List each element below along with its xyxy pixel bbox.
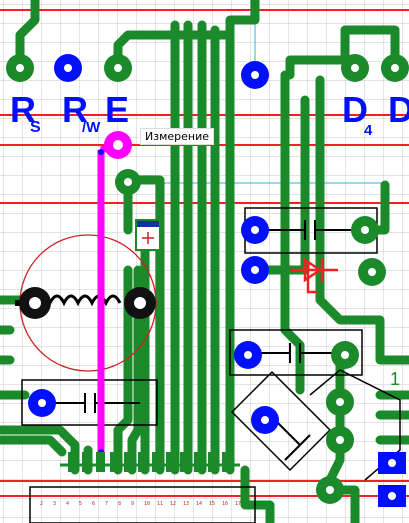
connector-pin-labels: 2 3 4 5 6 7 8 9 10 11 12 13 14 15 16 17 bbox=[40, 501, 241, 507]
label-rs-sub: S bbox=[30, 119, 41, 136]
connector-pin-label: 4 bbox=[66, 501, 69, 507]
connector-pin-label: 6 bbox=[92, 501, 95, 507]
highlighted-net[interactable] bbox=[97, 131, 132, 455]
measure-tooltip: Измерение bbox=[140, 128, 215, 145]
connector-pin-label: 15 bbox=[209, 501, 215, 507]
connector-pin-label: 12 bbox=[170, 501, 176, 507]
green-pad-holes bbox=[16, 64, 399, 494]
label-e: E bbox=[105, 89, 129, 130]
connector-pin-label: 11 bbox=[157, 501, 163, 507]
label-pin1: 1 bbox=[390, 369, 400, 389]
connector-pin-label: 5 bbox=[79, 501, 82, 507]
silkscreen-labels: R S R /W E D 4 D bbox=[10, 89, 409, 139]
connector-pin-label: 14 bbox=[196, 501, 202, 507]
label-d4: D bbox=[342, 89, 368, 130]
square-pads bbox=[378, 452, 406, 507]
connector-pin-label: 2 bbox=[40, 501, 43, 507]
connector-pin-label: 17 bbox=[235, 501, 241, 507]
label-rw: R bbox=[62, 89, 88, 130]
connector-pins bbox=[68, 452, 231, 472]
connector-pin-label: 9 bbox=[131, 501, 134, 507]
connector-pin-label: 8 bbox=[118, 501, 121, 507]
connector-pin-label: 13 bbox=[183, 501, 189, 507]
label-d-next: D bbox=[388, 89, 409, 130]
label-rw-sub: /W bbox=[82, 119, 101, 136]
small-component bbox=[135, 219, 161, 251]
diode-symbol bbox=[290, 257, 338, 294]
connector-pin-label: 10 bbox=[144, 501, 150, 507]
connector-pin-label: 3 bbox=[53, 501, 56, 507]
label-d4-sub: 4 bbox=[364, 122, 373, 139]
inductor-symbol bbox=[15, 287, 156, 319]
connector-pin-label: 7 bbox=[105, 501, 108, 507]
connector-pin-label: 16 bbox=[222, 501, 228, 507]
label-rs: R bbox=[10, 89, 36, 130]
blue-pad-holes bbox=[38, 64, 269, 424]
